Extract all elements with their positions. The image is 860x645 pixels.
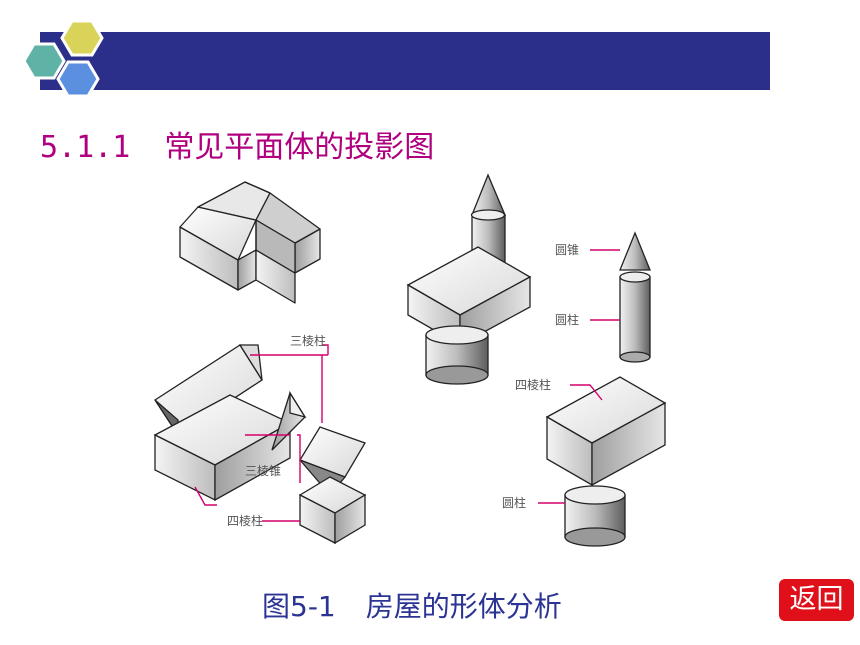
house-shape-analysis-figure: 三棱柱 三棱锥 四棱柱 圆锥 圆柱 四棱柱 圆柱 xyxy=(153,173,667,547)
label-rectangular-prism-right: 四棱柱 xyxy=(515,377,551,392)
tower-model xyxy=(406,173,532,385)
leader-lines xyxy=(194,249,620,522)
l-shaped-house-model xyxy=(179,181,321,304)
header-bar xyxy=(40,32,770,90)
label-triangular-pyramid: 三棱锥 xyxy=(245,463,281,478)
section-title-text: 常见平面体的投影图 xyxy=(164,130,435,165)
label-cone: 圆锥 xyxy=(555,243,579,257)
figure-number: 图5-1 xyxy=(262,590,336,623)
label-cylinder-upper: 圆柱 xyxy=(555,312,579,327)
section-number: 5.1.1 xyxy=(40,130,131,165)
figure-caption: 图5-1 房屋的形体分析 xyxy=(262,585,562,625)
back-button[interactable]: 返回 xyxy=(779,579,854,621)
hexagon-logo-icon xyxy=(22,19,104,98)
label-rectangular-prism: 四棱柱 xyxy=(227,513,263,528)
exploded-tower-model xyxy=(545,231,667,547)
section-title: 5.1.1 常见平面体的投影图 xyxy=(40,122,434,166)
label-triangular-prism: 三棱柱 xyxy=(290,333,326,348)
label-cylinder-lower: 圆柱 xyxy=(502,495,526,510)
figure-title: 房屋的形体分析 xyxy=(365,590,562,623)
decomposed-parts xyxy=(153,344,367,545)
